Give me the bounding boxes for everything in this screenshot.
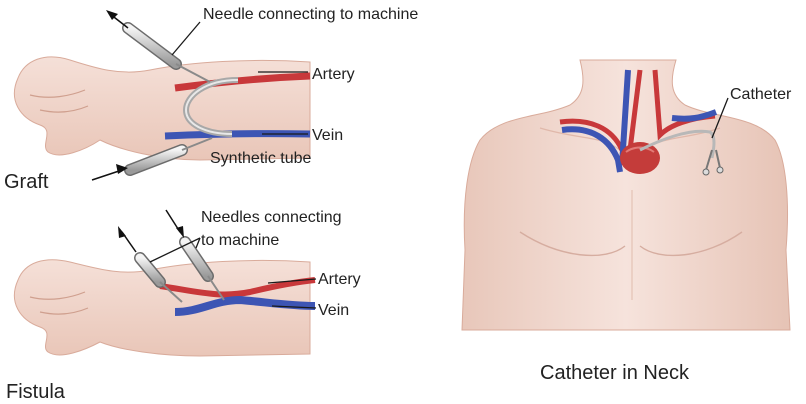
fistula-needles-label-2: to machine	[201, 232, 279, 249]
arrow-icon	[166, 210, 184, 238]
fistula-needles-label-1: Needles connecting	[201, 209, 342, 226]
catheter-label: Catheter	[730, 86, 792, 103]
fistula-artery-label: Artery	[318, 271, 361, 288]
fistula-vein-label: Vein	[318, 302, 349, 319]
graft-vein-label: Vein	[312, 127, 343, 144]
arrow-icon	[92, 164, 128, 180]
arrow-icon	[118, 226, 136, 252]
arrow-icon	[106, 10, 128, 28]
fistula-title: Fistula	[6, 381, 66, 403]
graft-needle-label: Needle connecting to machine	[203, 6, 418, 23]
fistula-arm	[14, 260, 310, 356]
graft-title: Graft	[4, 171, 49, 193]
graft-artery-label: Artery	[312, 66, 355, 83]
graft-tube-label: Synthetic tube	[210, 150, 312, 167]
neck-title: Catheter in Neck	[540, 362, 690, 384]
